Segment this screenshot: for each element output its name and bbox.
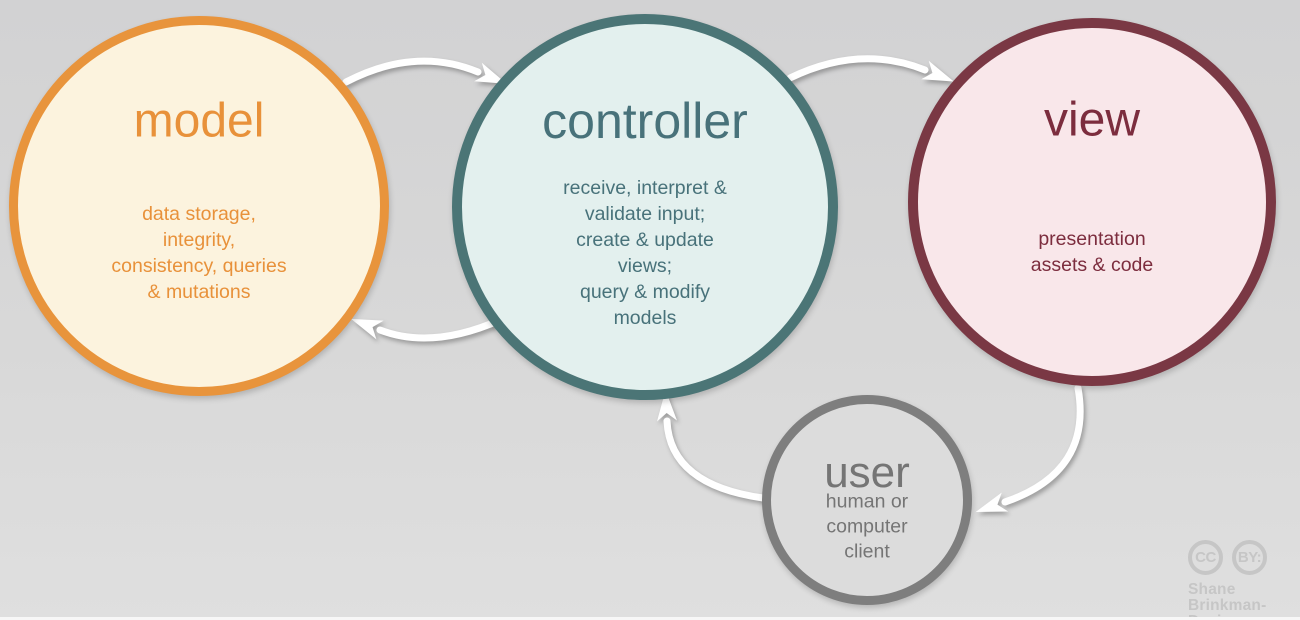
node-model: model data storage, integrity, consisten…	[9, 16, 389, 396]
arrow-view-to-user	[975, 384, 1084, 513]
node-model-title: model	[133, 94, 265, 148]
cc-attribution: CC BY: Shane Brinkman-Davis	[1188, 540, 1300, 620]
node-view-description: presentation assets & code	[1030, 228, 1154, 277]
cc-badges: CC BY:	[1188, 540, 1300, 575]
node-view: view presentation assets & code	[908, 18, 1276, 386]
node-view-title: view	[1043, 93, 1141, 147]
arrow-user-to-controller	[657, 390, 767, 502]
node-user: user human or computer client	[762, 395, 972, 605]
node-user-title: user	[824, 448, 910, 498]
node-user-description: human or computer client	[825, 490, 909, 563]
node-controller: controller receive, interpret & validate…	[452, 14, 838, 400]
arrow-controller-to-model	[351, 316, 504, 342]
attribution-author: Shane Brinkman-Davis	[1188, 581, 1267, 620]
cc-icon: CC	[1188, 540, 1223, 575]
node-controller-title: controller	[542, 92, 748, 149]
node-model-description: data storage, integrity, consistency, qu…	[111, 203, 287, 304]
bottom-edge-strip	[0, 617, 1300, 620]
cc-by-icon: BY:	[1232, 540, 1267, 575]
arrow-model-to-controller	[342, 57, 507, 86]
node-controller-description: receive, interpret & validate input; cre…	[563, 176, 727, 329]
arrow-controller-to-view	[786, 55, 954, 82]
